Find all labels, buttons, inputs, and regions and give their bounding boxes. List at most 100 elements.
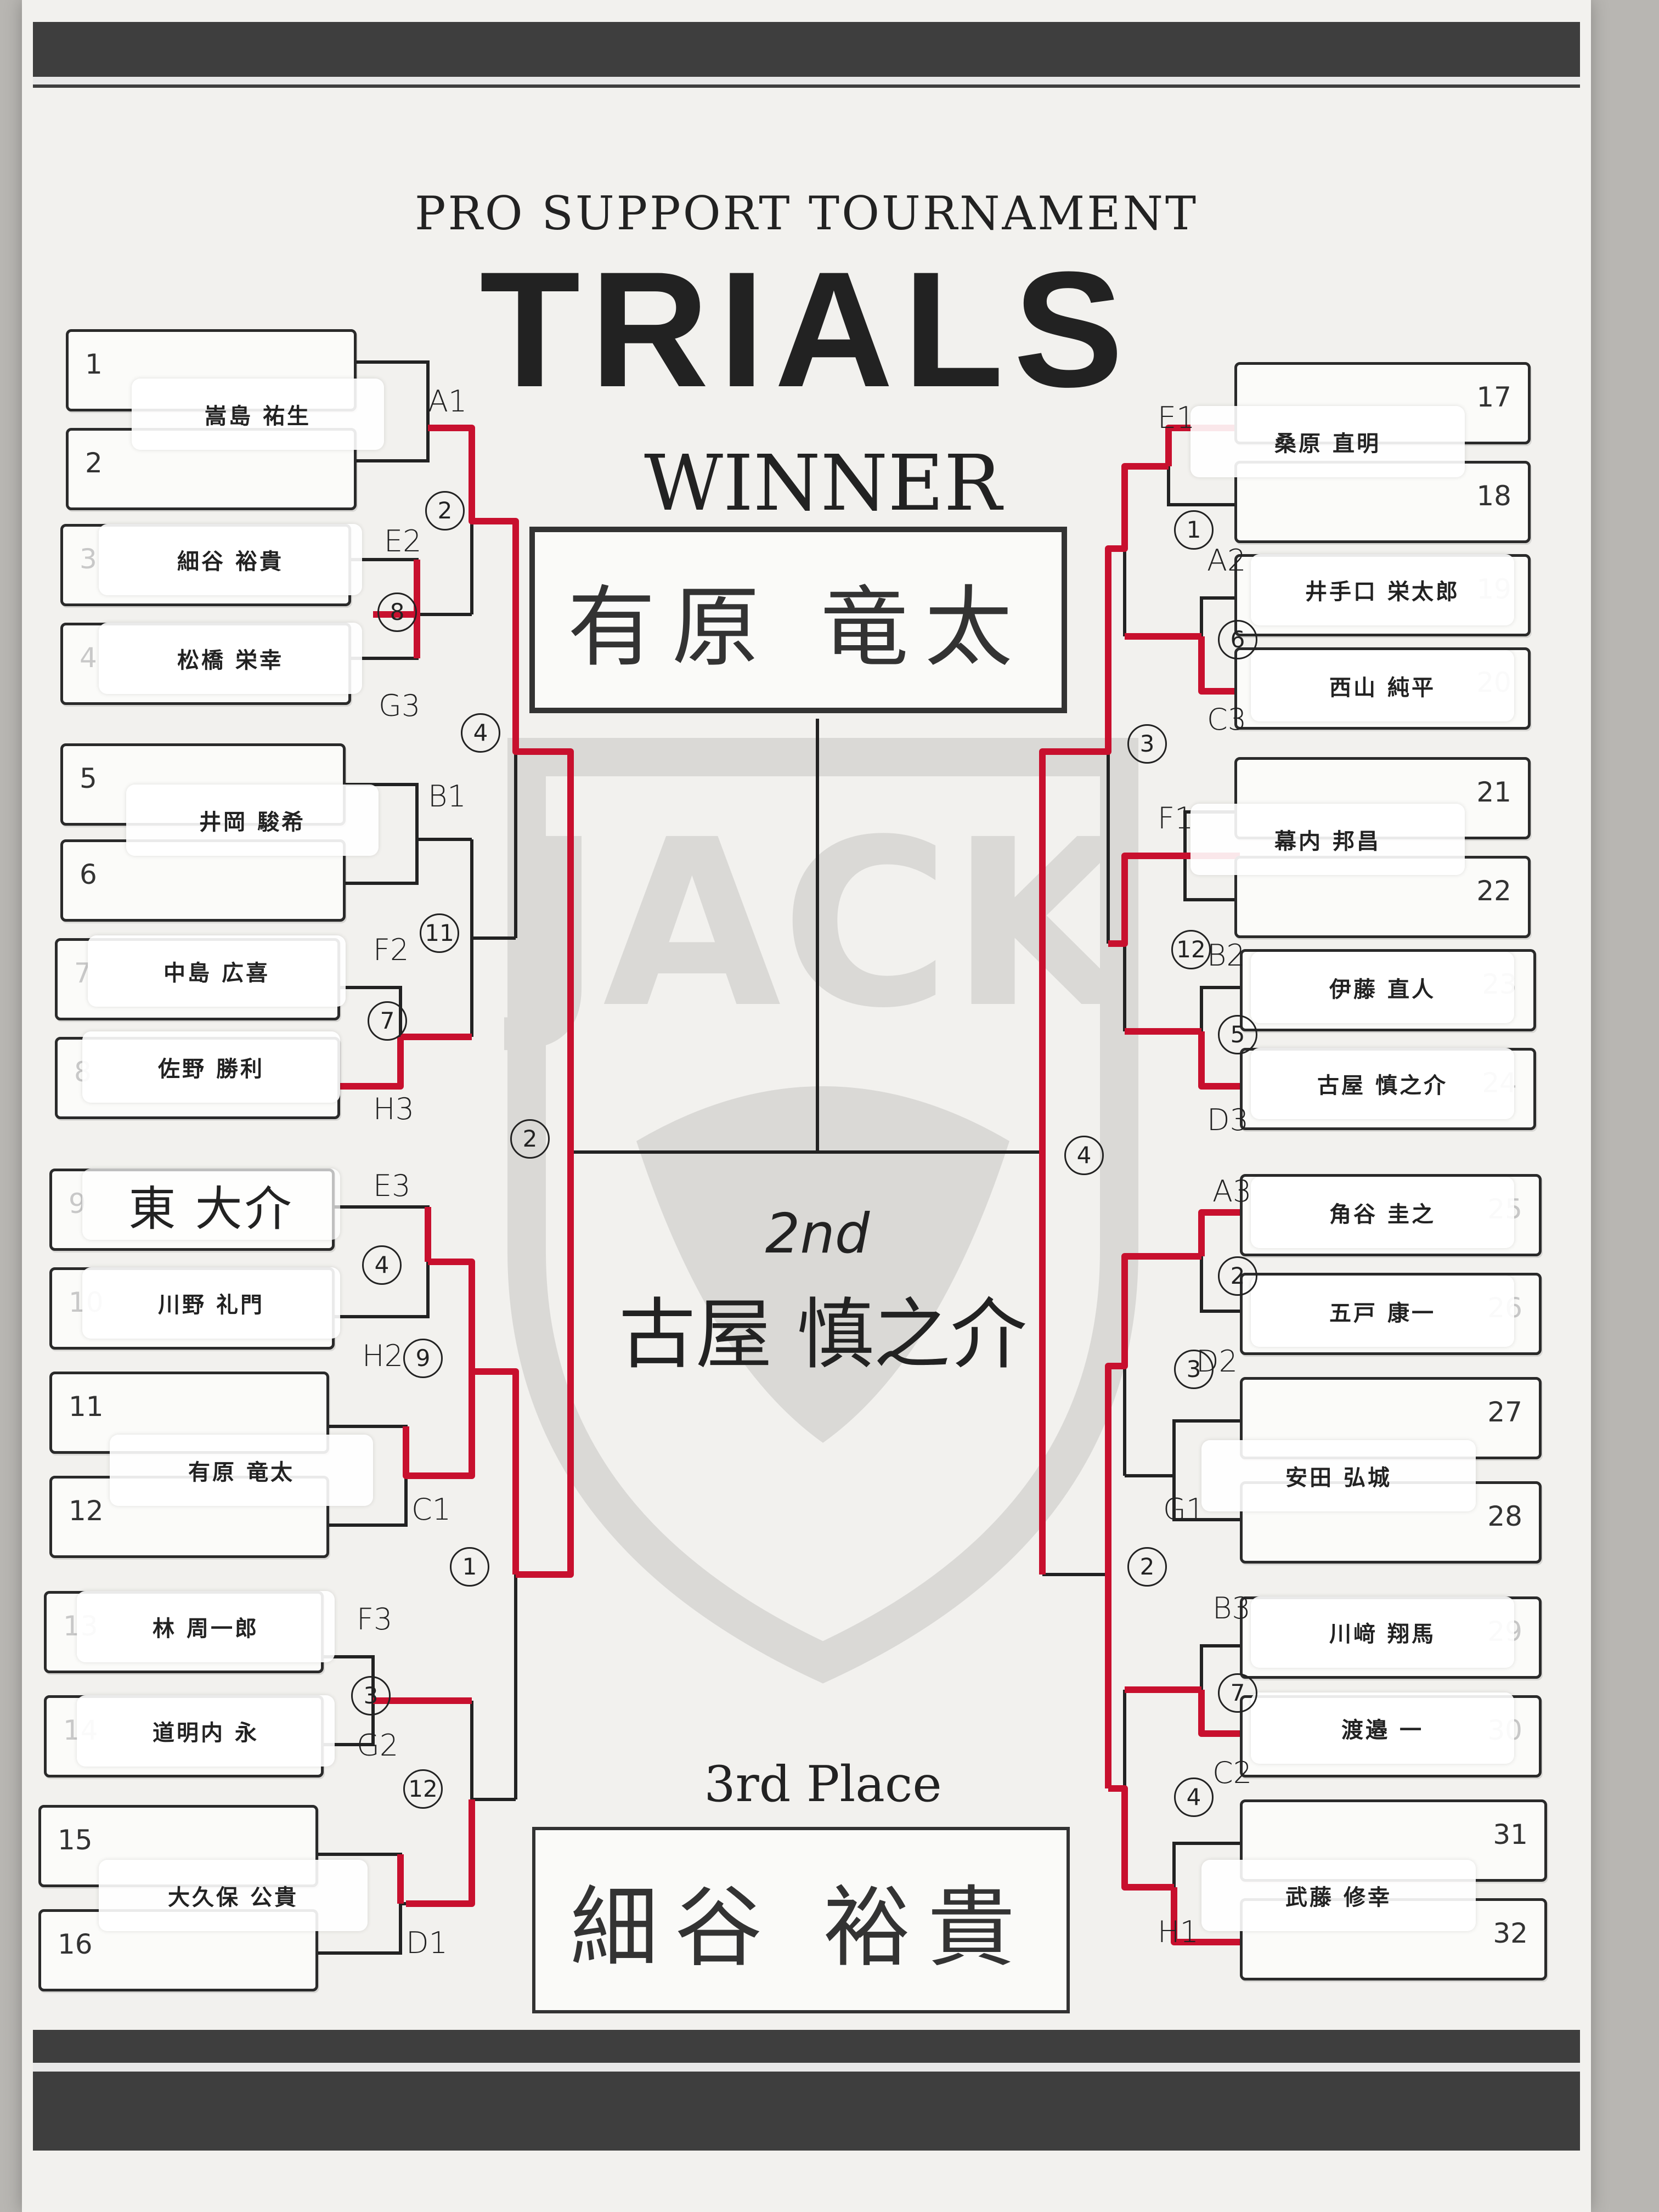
player-name: 桑原 直明 <box>1190 406 1465 477</box>
match-number-circle: 2 <box>510 1119 550 1159</box>
match-number-circle: 4 <box>362 1245 402 1285</box>
match-number-circle: 4 <box>1174 1778 1214 1817</box>
player-name: 渡邉 一 <box>1251 1692 1514 1764</box>
match-number-circle: 4 <box>461 713 500 753</box>
player-name: 西山 純平 <box>1251 650 1514 721</box>
player-name: 大久保 公貴 <box>99 1860 368 1931</box>
match-label: H2 <box>362 1339 403 1373</box>
player-name: 角谷 圭之 <box>1251 1177 1514 1248</box>
winner-label: WINNER <box>644 439 1002 528</box>
bottom-band-stripe <box>33 2063 1580 2072</box>
second-label: 2nd <box>765 1201 870 1266</box>
match-number-circle: 7 <box>368 1001 407 1041</box>
match-label: H1 <box>1158 1915 1199 1949</box>
slot-number: 32 <box>1493 1917 1528 1949</box>
player-name: 林 周一郎 <box>77 1591 335 1662</box>
main-title: TRIALS <box>479 237 1133 421</box>
player-name: 嵩島 祐生 <box>132 379 384 450</box>
svg-text:JACK: JACK <box>503 791 1137 1059</box>
player-name: 中島 広喜 <box>88 935 346 1007</box>
top-band-stripe <box>33 77 1580 84</box>
match-label: F2 <box>373 933 409 967</box>
player-name: 佐野 勝利 <box>82 1031 340 1103</box>
slot-number: 18 <box>1476 480 1511 512</box>
player-name-handwritten: 東 大介 <box>82 1169 340 1240</box>
slot-number: 1 <box>85 348 103 380</box>
match-label: E2 <box>384 524 422 558</box>
match-label: B1 <box>428 779 466 814</box>
match-number-circle: 9 <box>403 1339 443 1378</box>
subtitle: PRO SUPPORT TOURNAMENT <box>414 187 1199 240</box>
player-name: 有原 竜太 <box>110 1435 373 1506</box>
match-label: D3 <box>1207 1103 1249 1137</box>
match-number-circle: 7 <box>1218 1673 1257 1713</box>
match-label: E3 <box>373 1169 411 1203</box>
slot-number: 22 <box>1476 875 1511 907</box>
player-name: 武藤 修幸 <box>1201 1860 1476 1931</box>
match-number-circle: 2 <box>1127 1547 1167 1587</box>
winner-box: 有原 竜太 <box>529 527 1067 713</box>
match-number-circle: 3 <box>1174 1350 1214 1389</box>
match-label: C2 <box>1212 1756 1252 1790</box>
slot-number: 27 <box>1487 1396 1522 1428</box>
player-name: 松橋 栄幸 <box>99 623 362 694</box>
third-place-label: 3rd Place <box>704 1756 942 1813</box>
match-number-circle: 3 <box>351 1676 391 1716</box>
player-name: 幕内 邦昌 <box>1190 804 1465 875</box>
match-label: A3 <box>1212 1174 1252 1209</box>
slot-number: 28 <box>1487 1500 1522 1532</box>
match-label: G1 <box>1163 1492 1205 1527</box>
player-name: 川﨑 翔馬 <box>1251 1596 1514 1668</box>
player-name: 伊藤 直人 <box>1251 952 1514 1023</box>
slot-number: 11 <box>69 1391 104 1423</box>
player-name: 井岡 駿希 <box>126 785 379 856</box>
slot-number: 15 <box>58 1824 93 1856</box>
jack-crest-watermark: JACK <box>503 738 1138 1684</box>
winner-name: 有原 竜太 <box>567 576 1029 679</box>
match-label: F1 <box>1158 801 1194 836</box>
player-name: 安田 弘城 <box>1201 1440 1476 1511</box>
match-number-circle: 2 <box>1218 1256 1257 1296</box>
third-place-box: 細谷 裕貴 <box>532 1827 1070 2013</box>
match-label: A2 <box>1207 543 1246 578</box>
match-number-circle: 1 <box>1174 510 1214 550</box>
match-label: D1 <box>406 1926 448 1960</box>
tournament-sheet: JACK PRO SUPPORT TOURNAMENT TRIALS WINNE… <box>22 0 1591 2212</box>
slot-number: 2 <box>85 447 103 479</box>
third-place-name: 細谷 裕貴 <box>570 1876 1032 1979</box>
match-label: C3 <box>1207 702 1247 737</box>
match-label: B3 <box>1212 1591 1251 1626</box>
player-name: 五戸 康一 <box>1251 1276 1514 1347</box>
second-name: 古屋 慎之介 <box>618 1290 1028 1380</box>
slot-number: 31 <box>1493 1819 1528 1850</box>
match-number-circle: 11 <box>420 913 459 953</box>
slot-number: 12 <box>69 1495 104 1527</box>
player-name: 細谷 裕貴 <box>99 524 362 595</box>
match-number-circle: 1 <box>450 1547 489 1587</box>
slot-number: 16 <box>58 1928 93 1960</box>
slot-number: 21 <box>1476 776 1511 808</box>
slot-number: 3 <box>80 543 97 575</box>
match-label: H3 <box>373 1092 414 1126</box>
match-label: G3 <box>379 689 421 723</box>
match-label: F3 <box>357 1602 393 1637</box>
match-number-circle: 5 <box>1218 1015 1257 1054</box>
match-number-circle: 12 <box>1171 930 1211 969</box>
match-label: E1 <box>1158 400 1195 435</box>
slot-number: 17 <box>1476 381 1511 413</box>
player-name: 川野 礼門 <box>82 1267 340 1339</box>
slot-number: 6 <box>80 859 97 890</box>
match-number-circle: 12 <box>403 1769 443 1809</box>
bottom-band <box>33 2030 1580 2151</box>
match-number-circle: 8 <box>377 592 417 632</box>
match-label: B2 <box>1207 938 1245 973</box>
match-number-circle: 6 <box>1218 620 1257 659</box>
match-number-circle: 4 <box>1064 1136 1104 1175</box>
player-name: 古屋 慎之介 <box>1251 1048 1514 1119</box>
slot-number: 4 <box>80 642 97 674</box>
player-name: 道明内 永 <box>77 1695 335 1767</box>
match-label: G2 <box>357 1728 399 1763</box>
match-label: C1 <box>411 1492 452 1527</box>
match-number-circle: 2 <box>425 491 465 531</box>
match-label: A1 <box>428 384 467 419</box>
